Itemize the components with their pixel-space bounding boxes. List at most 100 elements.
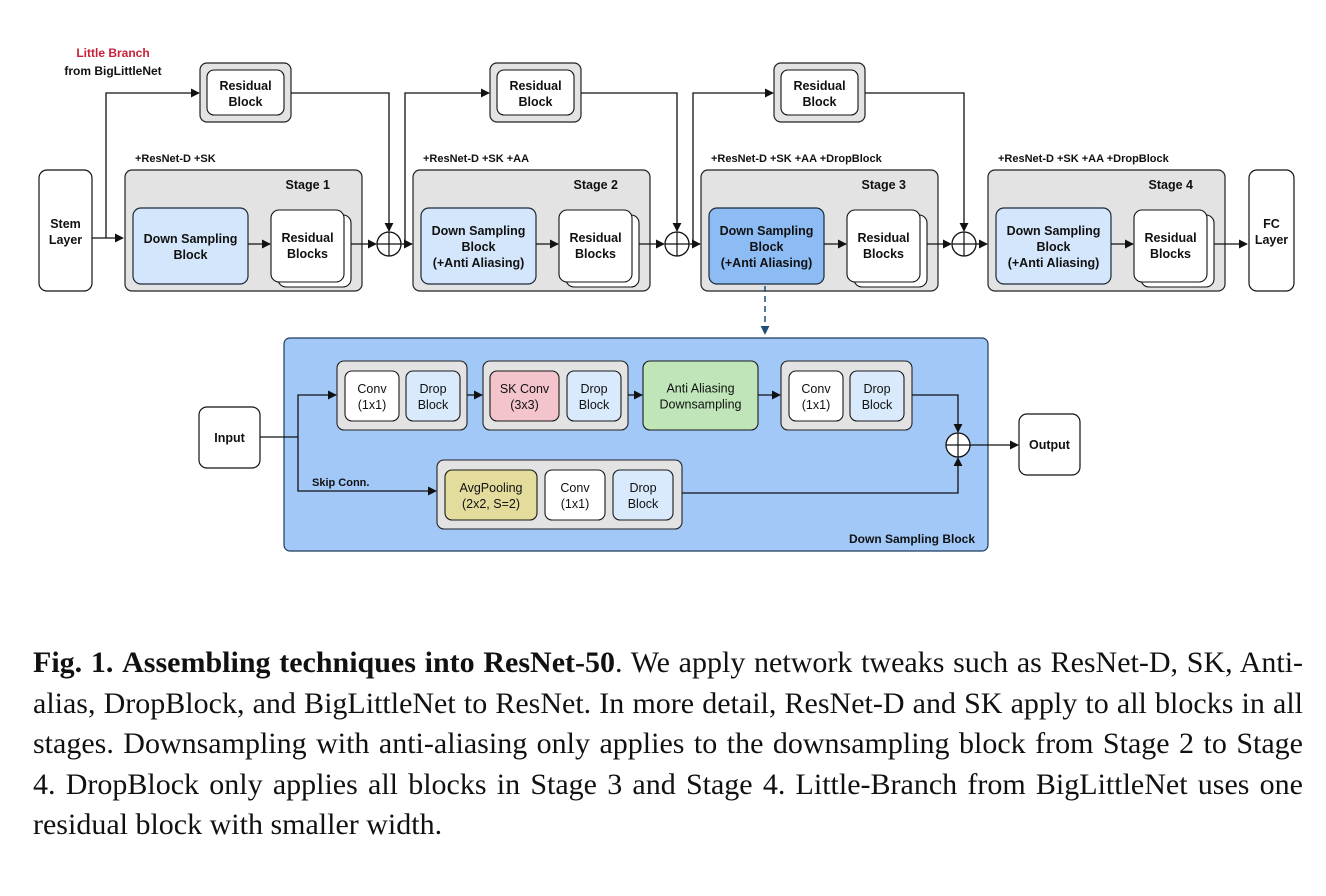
dropblock-2-label-1: Drop — [580, 382, 607, 396]
lb-block-label-1: Residual — [793, 79, 845, 93]
input-node: Input — [198, 406, 261, 469]
conv1x1-block-2-label-1: Conv — [801, 382, 831, 396]
dropblock-1: DropBlock — [405, 370, 461, 422]
figure-caption: Fig. 1. Assembling techniques into ResNe… — [33, 643, 1303, 846]
dropblock-2-label-2: Block — [579, 398, 610, 412]
ds-label-1: Down Sampling — [1007, 224, 1101, 238]
res-label-2: Blocks — [287, 247, 328, 261]
dropblock-1-label-2: Block — [418, 398, 449, 412]
anti-aliasing-block-label-2: Downsampling — [660, 398, 742, 412]
stage-title: Stage 4 — [1149, 178, 1194, 192]
ds-label-1: Down Sampling — [432, 224, 526, 238]
merge-plus-2 — [664, 231, 690, 257]
res-label-1: Residual — [569, 231, 621, 245]
stage-title: Stage 3 — [862, 178, 907, 192]
output-node: Output — [1018, 413, 1081, 476]
merge-plus-3 — [951, 231, 977, 257]
avgpooling-block-label-2: (2x2, S=2) — [462, 497, 520, 511]
res-label-1: Residual — [857, 231, 909, 245]
ds-label-2: Block — [749, 240, 783, 254]
dropblock-2: DropBlock — [566, 370, 622, 422]
branch-out-arrow — [291, 92, 394, 232]
dropblock-4: DropBlock — [612, 469, 674, 521]
dropblock-4-label-2: Block — [628, 497, 659, 511]
lb-block-label-2: Block — [802, 95, 836, 109]
merge-plus-1 — [376, 231, 402, 257]
detail-merge-plus — [945, 432, 971, 458]
skip-conn-label: Skip Conn. — [312, 477, 369, 489]
res-label-2: Blocks — [575, 247, 616, 261]
stem-layer: Stem Layer — [38, 169, 93, 292]
ds-label-aa: (+Anti Aliasing) — [1008, 256, 1100, 270]
branch-in-arrow — [105, 88, 200, 238]
main-path-arrow — [297, 390, 337, 437]
sk-conv-block: SK Conv(3x3) — [489, 370, 560, 422]
stage-tweaks-label: +ResNet-D +SK +AA +DropBlock — [711, 153, 883, 165]
lb-block-label-2: Block — [518, 95, 552, 109]
caption-title: Assembling techniques into ResNet-50 — [122, 646, 616, 679]
avgpooling-block: AvgPooling(2x2, S=2) — [444, 469, 538, 521]
res-label-2: Blocks — [1150, 247, 1191, 261]
res-label-1: Residual — [1144, 231, 1196, 245]
fc-label-1: FC — [1263, 217, 1280, 231]
conv1x1-block-2-label-2: (1x1) — [802, 398, 830, 412]
ds-label-1: Down Sampling — [144, 232, 238, 246]
lb-block-label-1: Residual — [219, 79, 271, 93]
branch-out-arrow — [581, 92, 682, 232]
little-branch-title: Little Branch — [76, 46, 149, 60]
conv1x1-block-3: Conv(1x1) — [544, 469, 606, 521]
ds-label-2: Block — [1036, 240, 1070, 254]
ds-label-aa: (+Anti Aliasing) — [433, 256, 525, 270]
stage-title: Stage 2 — [574, 178, 619, 192]
branch-in-arrow — [404, 88, 490, 244]
ds-label-aa: (+Anti Aliasing) — [721, 256, 813, 270]
stage-title: Stage 1 — [286, 178, 331, 192]
output-label: Output — [1029, 438, 1071, 452]
conv1x1-block-label-2: (1x1) — [358, 398, 386, 412]
skip-path-arrow — [297, 437, 437, 496]
main-to-merge-arrow — [912, 394, 963, 433]
dropblock-3: DropBlock — [849, 370, 905, 422]
dropblock-1-label-1: Drop — [419, 382, 446, 396]
fc-layer: FC Layer — [1248, 169, 1295, 292]
fc-label-2: Layer — [1255, 233, 1288, 247]
conv1x1-block: Conv(1x1) — [344, 370, 400, 422]
lb-block-label-1: Residual — [509, 79, 561, 93]
stem-label-2: Layer — [49, 233, 82, 247]
branch-in-arrow — [692, 88, 774, 244]
conv1x1-block-2: Conv (1x1) — [788, 370, 844, 422]
res-label-1: Residual — [281, 231, 333, 245]
branch-out-arrow — [865, 92, 969, 232]
ds-label-1: Down Sampling — [720, 224, 814, 238]
little-branch-subtitle: from BigLittleNet — [64, 64, 161, 78]
stage-tweaks-label: +ResNet-D +SK — [135, 153, 216, 165]
stage-2: +ResNet-D +SK +AA Stage 2 Down SamplingBlo… — [412, 153, 651, 292]
conv1x1-block-3-label-2: (1x1) — [561, 497, 589, 511]
ds-label-2: Block — [173, 248, 207, 262]
dropblock-4-label-1: Drop — [629, 481, 656, 495]
anti-aliasing-block-label-1: Anti Aliasing — [666, 382, 734, 396]
stage-tweaks-label: +ResNet-D +SK +AA — [423, 153, 529, 165]
dropblock-3-label-2: Block — [862, 398, 893, 412]
stem-label-1: Stem — [50, 217, 81, 231]
skip-to-merge-arrow — [682, 457, 963, 494]
stage-tweaks-label: +ResNet-D +SK +AA +DropBlock — [998, 153, 1170, 165]
caption-label: Fig. 1. — [33, 646, 114, 679]
ds-label-2: Block — [461, 240, 495, 254]
res-label-2: Blocks — [863, 247, 904, 261]
input-label: Input — [214, 431, 245, 445]
dropblock-3-label-1: Drop — [863, 382, 890, 396]
